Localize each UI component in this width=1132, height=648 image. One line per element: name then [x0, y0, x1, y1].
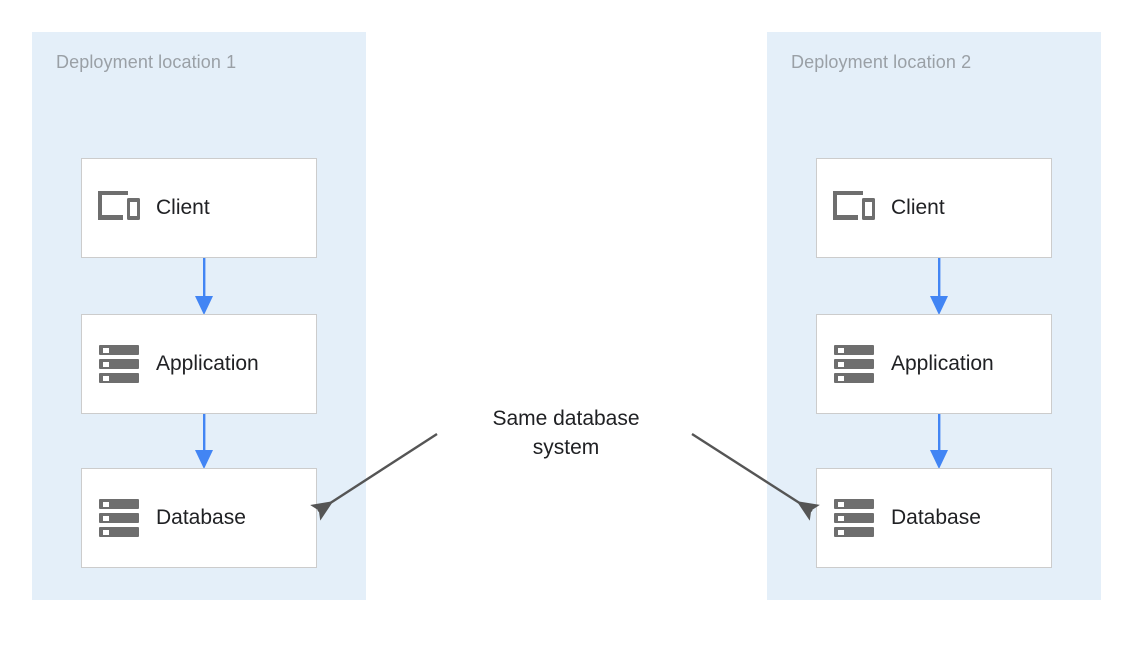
annotation-same-database-system: Same database system: [441, 404, 691, 462]
deployment-location-2-title: Deployment location 2: [791, 52, 972, 72]
server-stack-icon: [82, 342, 156, 386]
server-stack-icon: [817, 496, 891, 540]
node-application-location-1[interactable]: Application: [81, 314, 317, 414]
flow-arrow-client-to-application-location-2: [927, 258, 951, 316]
flow-arrow-client-to-application-location-1: [192, 258, 216, 316]
node-label-client-location-2: Client: [891, 196, 945, 219]
deployment-location-2-panel: Deployment location 2 Client: [767, 32, 1101, 600]
node-label-database-location-1: Database: [156, 506, 246, 529]
annotation-line-1: Same database: [492, 407, 640, 430]
deployment-location-1-title: Deployment location 1: [56, 52, 237, 72]
flow-arrow-application-to-database-location-1: [192, 414, 216, 470]
node-label-database-location-2: Database: [891, 506, 981, 529]
node-label-application-location-2: Application: [891, 352, 994, 375]
node-application-location-2[interactable]: Application: [816, 314, 1052, 414]
node-database-location-2[interactable]: Database: [816, 468, 1052, 568]
devices-icon: [817, 189, 891, 227]
node-database-location-1[interactable]: Database: [81, 468, 317, 568]
flow-arrow-application-to-database-location-2: [927, 414, 951, 470]
node-client-location-2[interactable]: Client: [816, 158, 1052, 258]
node-label-application-location-1: Application: [156, 352, 259, 375]
devices-icon: [82, 189, 156, 227]
node-label-client-location-1: Client: [156, 196, 210, 219]
server-stack-icon: [817, 342, 891, 386]
annotation-line-2: system: [532, 436, 600, 459]
deployment-location-1-panel: Deployment location 1 Client: [32, 32, 366, 600]
node-client-location-1[interactable]: Client: [81, 158, 317, 258]
server-stack-icon: [82, 496, 156, 540]
